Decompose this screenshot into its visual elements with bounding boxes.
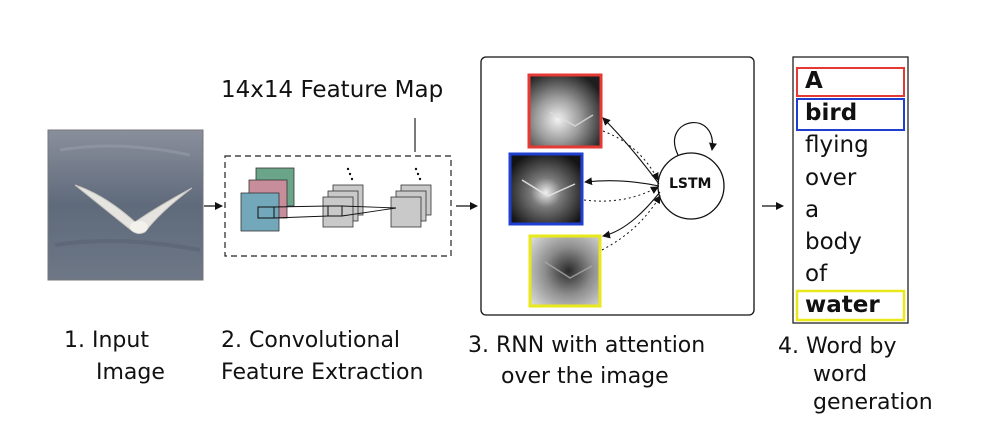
attention-map-blue bbox=[508, 152, 584, 226]
word-highlight-bird bbox=[796, 98, 905, 131]
stage-1-line-1: Input bbox=[92, 328, 149, 353]
stage-3-line-1: RNN with attention bbox=[496, 333, 706, 358]
word-a-lower: a bbox=[805, 197, 820, 223]
word-highlight-water bbox=[795, 289, 906, 322]
stage-2-line-2: Feature Extraction bbox=[221, 360, 424, 385]
input-image bbox=[47, 129, 204, 281]
stage-3-number: 3. bbox=[468, 333, 489, 358]
stage-1-number: 1. bbox=[64, 328, 85, 353]
word-of: of bbox=[805, 261, 828, 287]
stage-4-number: 4. bbox=[778, 334, 799, 359]
lstm-node bbox=[657, 122, 725, 220]
stage-2-number: 2. bbox=[221, 328, 242, 353]
stage-4-line-1: Word by bbox=[806, 334, 897, 359]
bird-shape bbox=[74, 184, 193, 235]
stage-4-line-3: generation bbox=[813, 390, 933, 415]
word-over: over bbox=[805, 165, 857, 191]
stage-2-caption: 2. Convolutional bbox=[221, 328, 400, 354]
word-body: body bbox=[805, 229, 862, 255]
feature-map-label: 14x14 Feature Map bbox=[221, 77, 444, 103]
stage-3-caption: 3. RNN with attention bbox=[468, 333, 705, 359]
word-water: water bbox=[805, 292, 880, 318]
stage-1-line-2: Image bbox=[96, 360, 165, 385]
feature-extraction-box bbox=[224, 118, 452, 257]
stage-4-caption: 4. Word by bbox=[778, 334, 897, 360]
stage-3-line-2: over the image bbox=[501, 364, 669, 389]
attention-map-red bbox=[527, 73, 603, 149]
rnn-attention-box bbox=[480, 56, 755, 316]
lstm-label: LSTM bbox=[669, 176, 712, 192]
word-column-frame bbox=[792, 56, 909, 324]
stage-1-caption: 1. Input bbox=[64, 328, 149, 354]
attention-map-yellow bbox=[528, 234, 602, 308]
stage-4-line-2: word bbox=[813, 362, 868, 387]
word-bird: bird bbox=[805, 100, 858, 126]
word-highlight-a bbox=[796, 67, 905, 97]
word-flying: flying bbox=[805, 132, 869, 158]
word-a: A bbox=[805, 68, 823, 94]
stage-2-line-1: Convolutional bbox=[249, 328, 401, 353]
